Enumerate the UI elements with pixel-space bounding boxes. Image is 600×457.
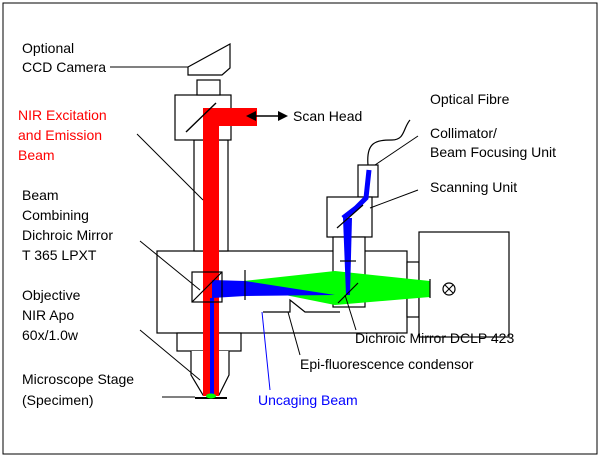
label-dichroic-423: Dichroic Mirror DCLP 423 — [355, 330, 514, 346]
label-camera-1: Optional — [22, 40, 74, 56]
dichroic-leader — [344, 294, 357, 331]
label-collimator-2: Beam Focusing Unit — [430, 144, 556, 160]
collimator-leader — [374, 135, 419, 166]
scanning-leader — [369, 189, 419, 209]
label-combining-3: Dichroic Mirror — [22, 227, 113, 243]
label-nir-1: NIR Excitation — [18, 107, 107, 123]
label-stage-2: (Specimen) — [22, 392, 94, 408]
label-collimator-1: Collimator/ — [430, 125, 497, 141]
label-nir-3: Beam — [18, 147, 55, 163]
epi-leader — [287, 311, 301, 356]
scanning-mirror — [336, 204, 364, 229]
label-objective-3: 60x/1.0w — [22, 327, 79, 343]
label-combining-4: T 365 LPXT — [22, 247, 97, 263]
fluorescence-beam — [225, 271, 430, 305]
label-stage-1: Microscope Stage — [22, 371, 134, 387]
epi-condensor-outline — [263, 298, 340, 313]
combining-cube — [191, 271, 223, 303]
uncaging-beam-objective — [210, 298, 214, 396]
label-uncaging-beam: Uncaging Beam — [258, 392, 358, 408]
label-combining-1: Beam — [22, 187, 59, 203]
label-combining-2: Combining — [22, 207, 89, 223]
combining-mirror — [191, 271, 223, 303]
camera-adapter — [196, 79, 221, 96]
uncaging-leader — [261, 311, 271, 391]
label-objective-2: NIR Apo — [22, 307, 74, 323]
label-scan-head: Scan Head — [293, 108, 362, 124]
dichroic-423-mirror — [337, 282, 359, 304]
optical-fibre — [367, 119, 411, 166]
nir-beam-horizontal — [211, 108, 257, 126]
label-camera-2: CCD Camera — [22, 59, 106, 75]
uncaging-beam-cone — [212, 280, 335, 298]
label-nir-2: and Emission — [18, 127, 102, 143]
label-epi-condensor: Epi-fluorescence condensor — [300, 356, 474, 372]
label-scanning-unit: Scanning Unit — [430, 179, 517, 195]
lamp-housing — [418, 231, 510, 338]
nir-beam-vertical — [203, 108, 219, 396]
ccd-camera — [187, 42, 231, 76]
nir-leader — [136, 133, 204, 201]
scan-head-mirror — [185, 102, 217, 133]
objective-leader — [139, 329, 201, 381]
uncaging-beam-scan — [341, 169, 372, 220]
label-optical-fibre: Optical Fibre — [430, 91, 510, 107]
label-objective-1: Objective — [22, 287, 81, 303]
specimen-spot — [206, 393, 216, 399]
combining-leader — [139, 240, 201, 291]
uncaging-beam-vertical — [343, 218, 352, 295]
